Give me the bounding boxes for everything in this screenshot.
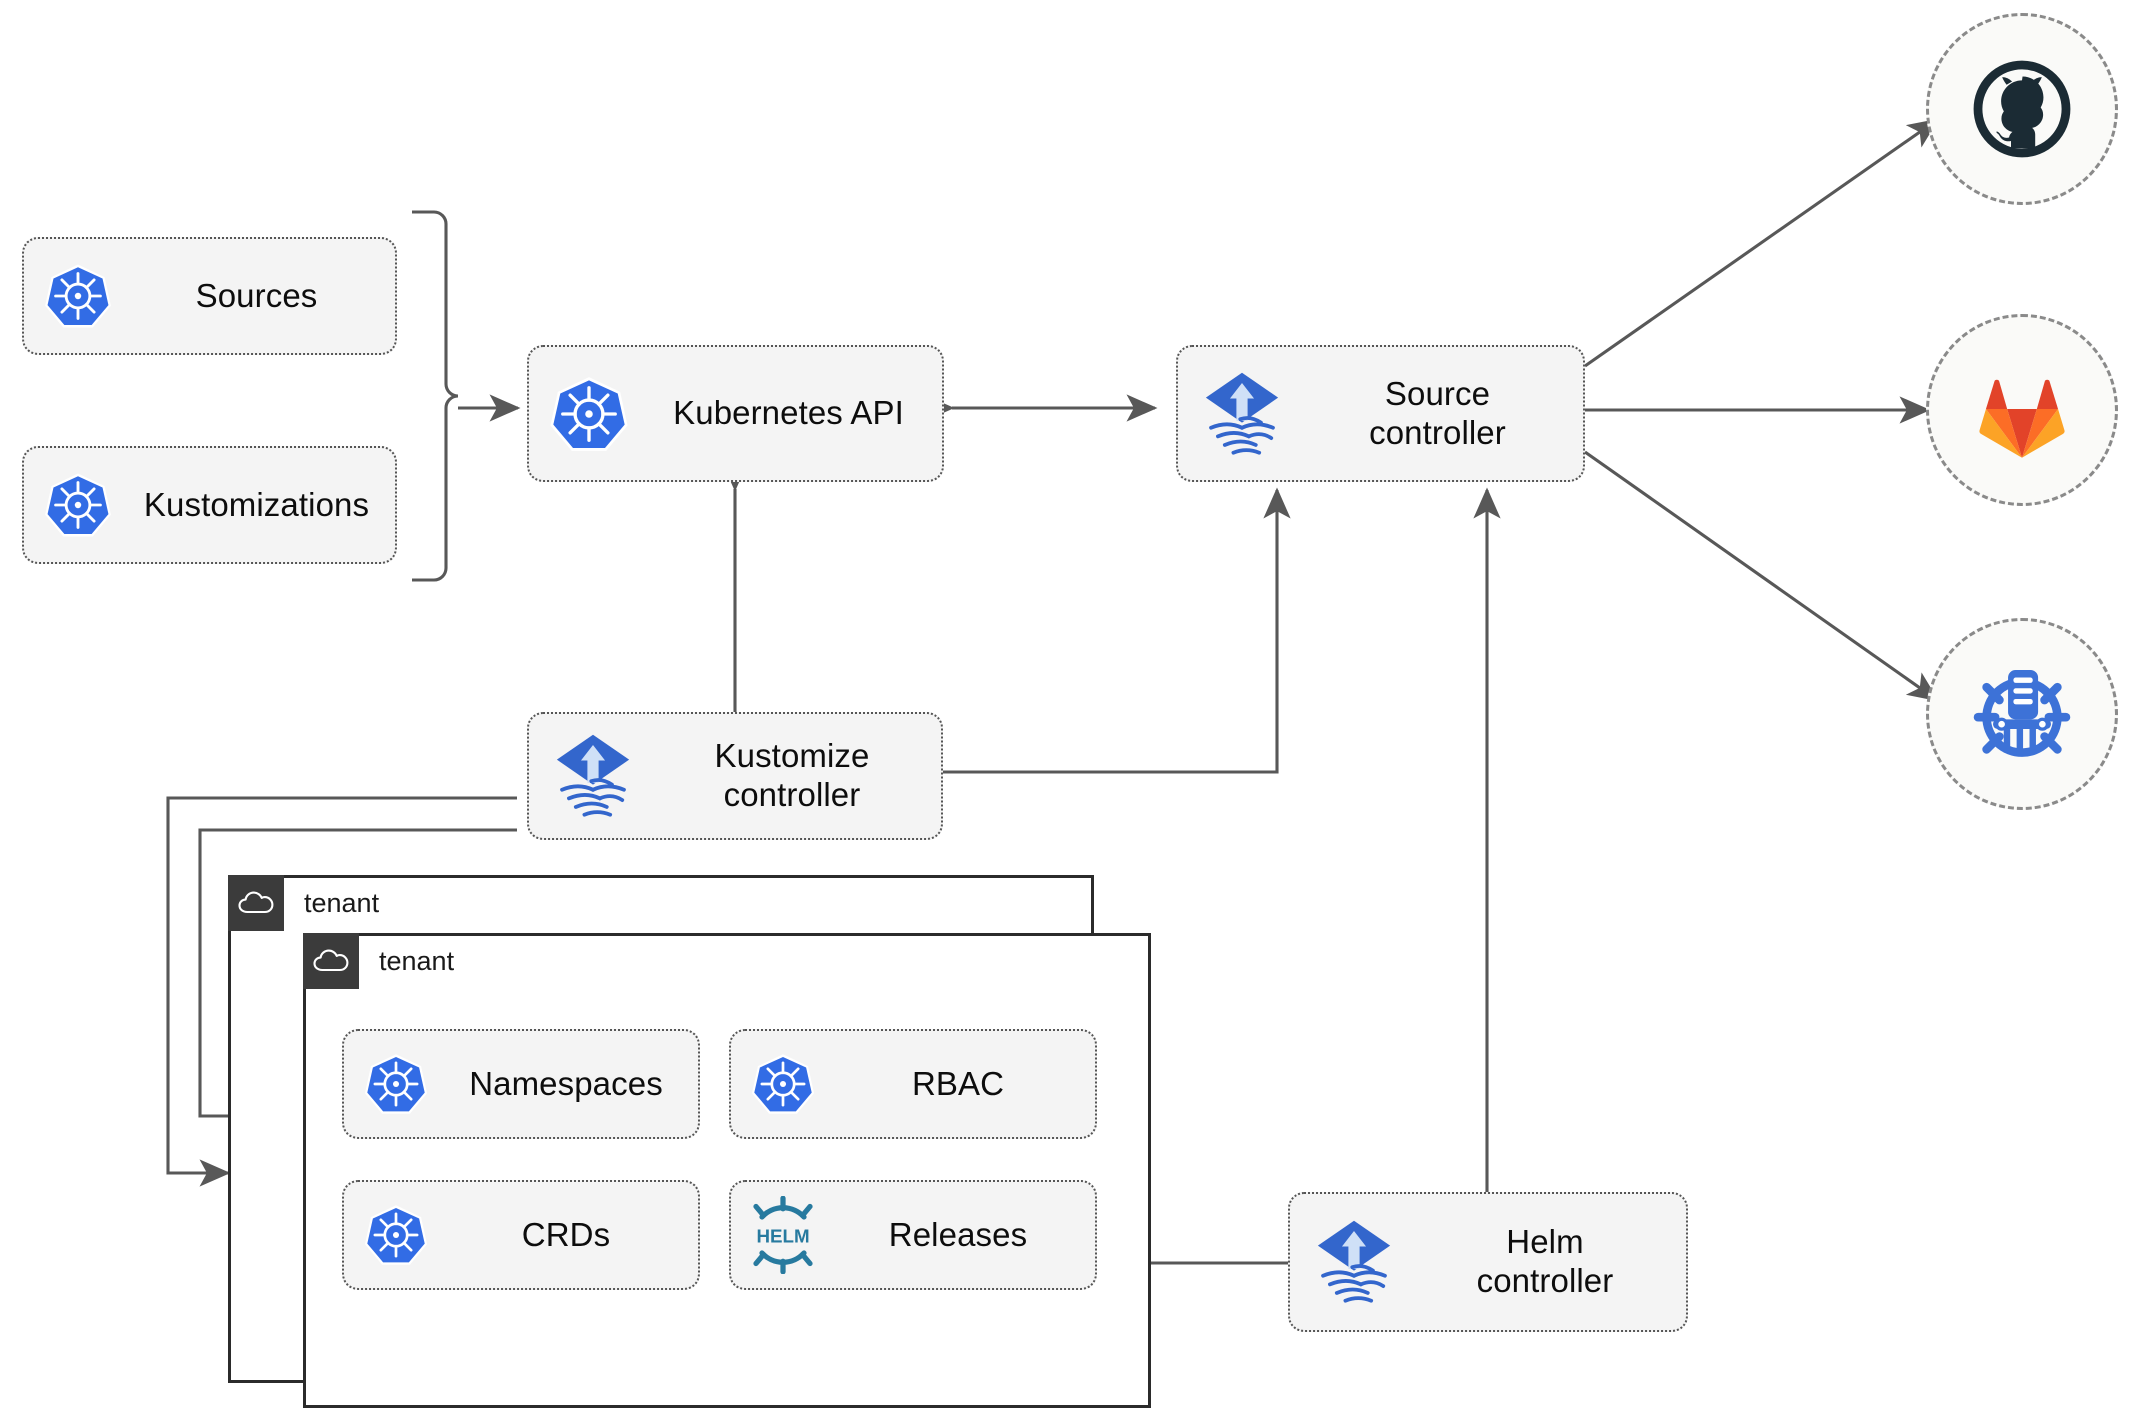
kubernetes-icon — [529, 373, 649, 455]
cloud-icon — [228, 875, 284, 931]
flux-icon — [529, 731, 657, 821]
node-label-line1: Source — [1384, 374, 1491, 412]
kubernetes-icon — [344, 1051, 448, 1117]
node-label: Helm controller — [1418, 1223, 1686, 1301]
node-source-controller[interactable]: Source controller — [1176, 345, 1585, 482]
gitlab-icon — [1979, 379, 2065, 458]
kubernetes-icon — [24, 470, 132, 540]
node-label: CRDs — [521, 1215, 611, 1253]
endpoint-gitlab[interactable] — [1926, 314, 2118, 506]
kubernetes-icon — [24, 261, 132, 331]
node-label-line2: controller — [1369, 413, 1506, 451]
node-namespaces[interactable]: Namespaces — [342, 1029, 700, 1139]
kubernetes-icon — [731, 1051, 835, 1117]
node-helm-controller[interactable]: Helm controller — [1288, 1192, 1688, 1332]
node-label: Source controller — [1306, 375, 1583, 453]
node-label: Releases — [888, 1215, 1028, 1253]
node-releases[interactable]: HELM Releases — [729, 1180, 1097, 1290]
endpoint-helm[interactable] — [1926, 618, 2118, 810]
node-label: Kustomize controller — [657, 737, 941, 815]
endpoint-github[interactable] — [1926, 13, 2118, 205]
node-label-line1: Helm — [1506, 1223, 1584, 1261]
helm-text-icon: HELM — [731, 1196, 835, 1274]
tenant-container-inner: tenant — [303, 933, 1151, 1408]
node-kubernetes-api[interactable]: Kubernetes API — [527, 345, 944, 482]
svg-text:HELM: HELM — [756, 1226, 809, 1247]
flux-icon — [1290, 1217, 1418, 1307]
node-kustomize-controller[interactable]: Kustomize controller — [527, 712, 943, 840]
tenant-label-outer: tenant — [304, 887, 380, 918]
node-label: Namespaces — [469, 1064, 663, 1102]
node-label: Sources — [195, 276, 318, 314]
tenant-tab-outer: tenant — [228, 875, 379, 931]
node-label-line2: controller — [723, 776, 861, 813]
node-label: RBAC — [911, 1064, 1005, 1102]
node-label-line1: Kustomize — [714, 737, 870, 775]
node-sources[interactable]: Sources — [22, 237, 397, 355]
cloud-icon — [303, 933, 359, 989]
tenant-tab-inner: tenant — [303, 933, 454, 989]
tenant-label-inner: tenant — [379, 945, 455, 976]
node-label-line2: controller — [1476, 1262, 1614, 1299]
kubernetes-icon — [344, 1202, 448, 1268]
node-rbac[interactable]: RBAC — [729, 1029, 1097, 1139]
github-icon — [1973, 60, 2071, 158]
node-crds[interactable]: CRDs — [342, 1180, 700, 1290]
flux-icon — [1178, 369, 1306, 459]
node-label: Kubernetes API — [673, 394, 904, 432]
node-label: Kustomizations — [143, 485, 370, 523]
helm-wheel-icon — [1973, 670, 2071, 757]
node-kustomizations[interactable]: Kustomizations — [22, 446, 397, 564]
